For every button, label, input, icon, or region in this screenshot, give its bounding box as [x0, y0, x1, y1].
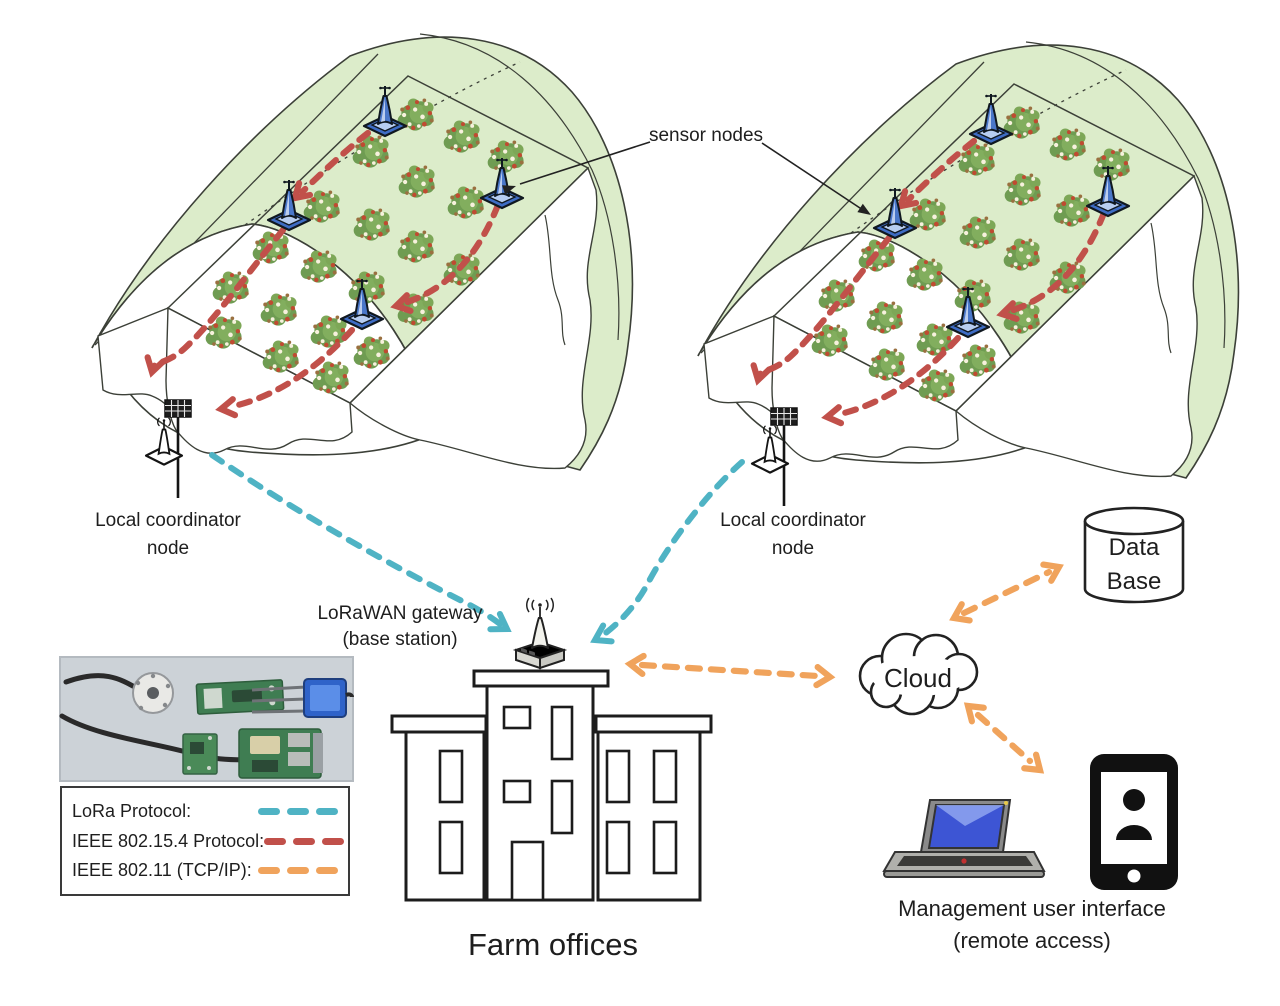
soil-moisture-sensor: [251, 678, 354, 718]
sensor-nodes-label: sensor nodes: [648, 125, 764, 146]
gateway-icon: [512, 597, 568, 670]
coordinator-label-left: Local coordinator node: [58, 507, 278, 562]
dash-segment: [322, 837, 345, 845]
round-sensor: [132, 672, 174, 714]
legend-row-ieee802154: IEEE 802.15.4 Protocol:: [72, 830, 345, 852]
roof-pedestal: [472, 669, 610, 688]
legend-dash-sample-ieee80211: [258, 867, 338, 875]
window: [652, 820, 678, 875]
smartphone-icon: [1090, 754, 1178, 890]
small-pcb: [182, 733, 218, 775]
gateway-label-line1: LoRaWAN gateway: [317, 603, 483, 624]
left-cornice: [390, 714, 488, 734]
dash-segment: [287, 807, 309, 815]
legend-row-ieee80211: IEEE 802.11 (TCP/IP):: [72, 860, 338, 881]
wifi-links: [624, 561, 1064, 774]
legend-box: LoRa Protocol: IEEE 802.15.4 Protocol: I…: [60, 786, 350, 896]
gateway-label-line2: (base station): [342, 628, 458, 650]
window: [550, 779, 574, 835]
dash-segment: [316, 807, 338, 815]
legend-dash-sample-lora: [258, 807, 338, 815]
dash-segment: [258, 807, 280, 815]
laptop-icon: [882, 799, 1046, 878]
greenhouse-right: [698, 42, 1238, 506]
database-label-line1: Data: [1108, 534, 1160, 561]
right-cornice: [594, 714, 713, 734]
database-label-line2: Base: [1106, 567, 1162, 595]
window: [652, 749, 678, 804]
window: [502, 705, 532, 730]
user-icon: [1116, 789, 1152, 840]
cloud-shape: [858, 632, 979, 716]
database-cylinder: [1083, 506, 1185, 604]
window: [550, 705, 574, 761]
window: [605, 749, 631, 804]
coordinator-label-line2: node: [771, 537, 815, 559]
home-button: [1127, 869, 1141, 883]
coordinator-label-line1: Local coordinator: [720, 510, 866, 531]
farm-offices-building: [390, 669, 713, 902]
greenhouse-left: [92, 34, 632, 498]
legend-label-lora: LoRa Protocol:: [72, 800, 192, 821]
window: [438, 820, 464, 875]
legend-row-lora: LoRa Protocol:: [72, 801, 338, 822]
gateway-label: LoRaWAN gateway (base station): [300, 601, 500, 652]
coordinator-label-line2: node: [146, 537, 190, 559]
controller-board: [238, 728, 323, 779]
farm-offices-label: Farm offices: [468, 927, 638, 962]
pcb-module: [195, 679, 285, 715]
dash-segment: [287, 867, 309, 875]
sensor-nodes-pointers: [502, 141, 871, 215]
dash-segment: [258, 867, 280, 875]
window: [502, 779, 532, 804]
door: [510, 840, 545, 902]
dash-segment: [316, 867, 338, 875]
database-label: Data Base: [1079, 531, 1189, 598]
management-ui-line2: (remote access): [953, 927, 1111, 953]
legend-dash-sample-ieee802154: [264, 837, 345, 845]
window: [605, 820, 631, 875]
coordinator-label-right: Local coordinator node: [683, 507, 903, 562]
window: [438, 749, 464, 804]
coordinator-label-line1: Local coordinator: [95, 510, 241, 531]
lora-links: [209, 452, 745, 645]
hardware-photo: [59, 656, 354, 782]
cloud-label: Cloud: [884, 663, 952, 693]
dash-segment: [293, 837, 316, 845]
management-ui-line1: Management user interface: [898, 896, 1166, 921]
legend-label-ieee80211: IEEE 802.11 (TCP/IP):: [72, 860, 252, 881]
management-ui-label: Management user interface (remote access…: [862, 893, 1202, 957]
legend-label-ieee802154: IEEE 802.15.4 Protocol:: [72, 830, 265, 851]
dash-segment: [264, 837, 287, 845]
